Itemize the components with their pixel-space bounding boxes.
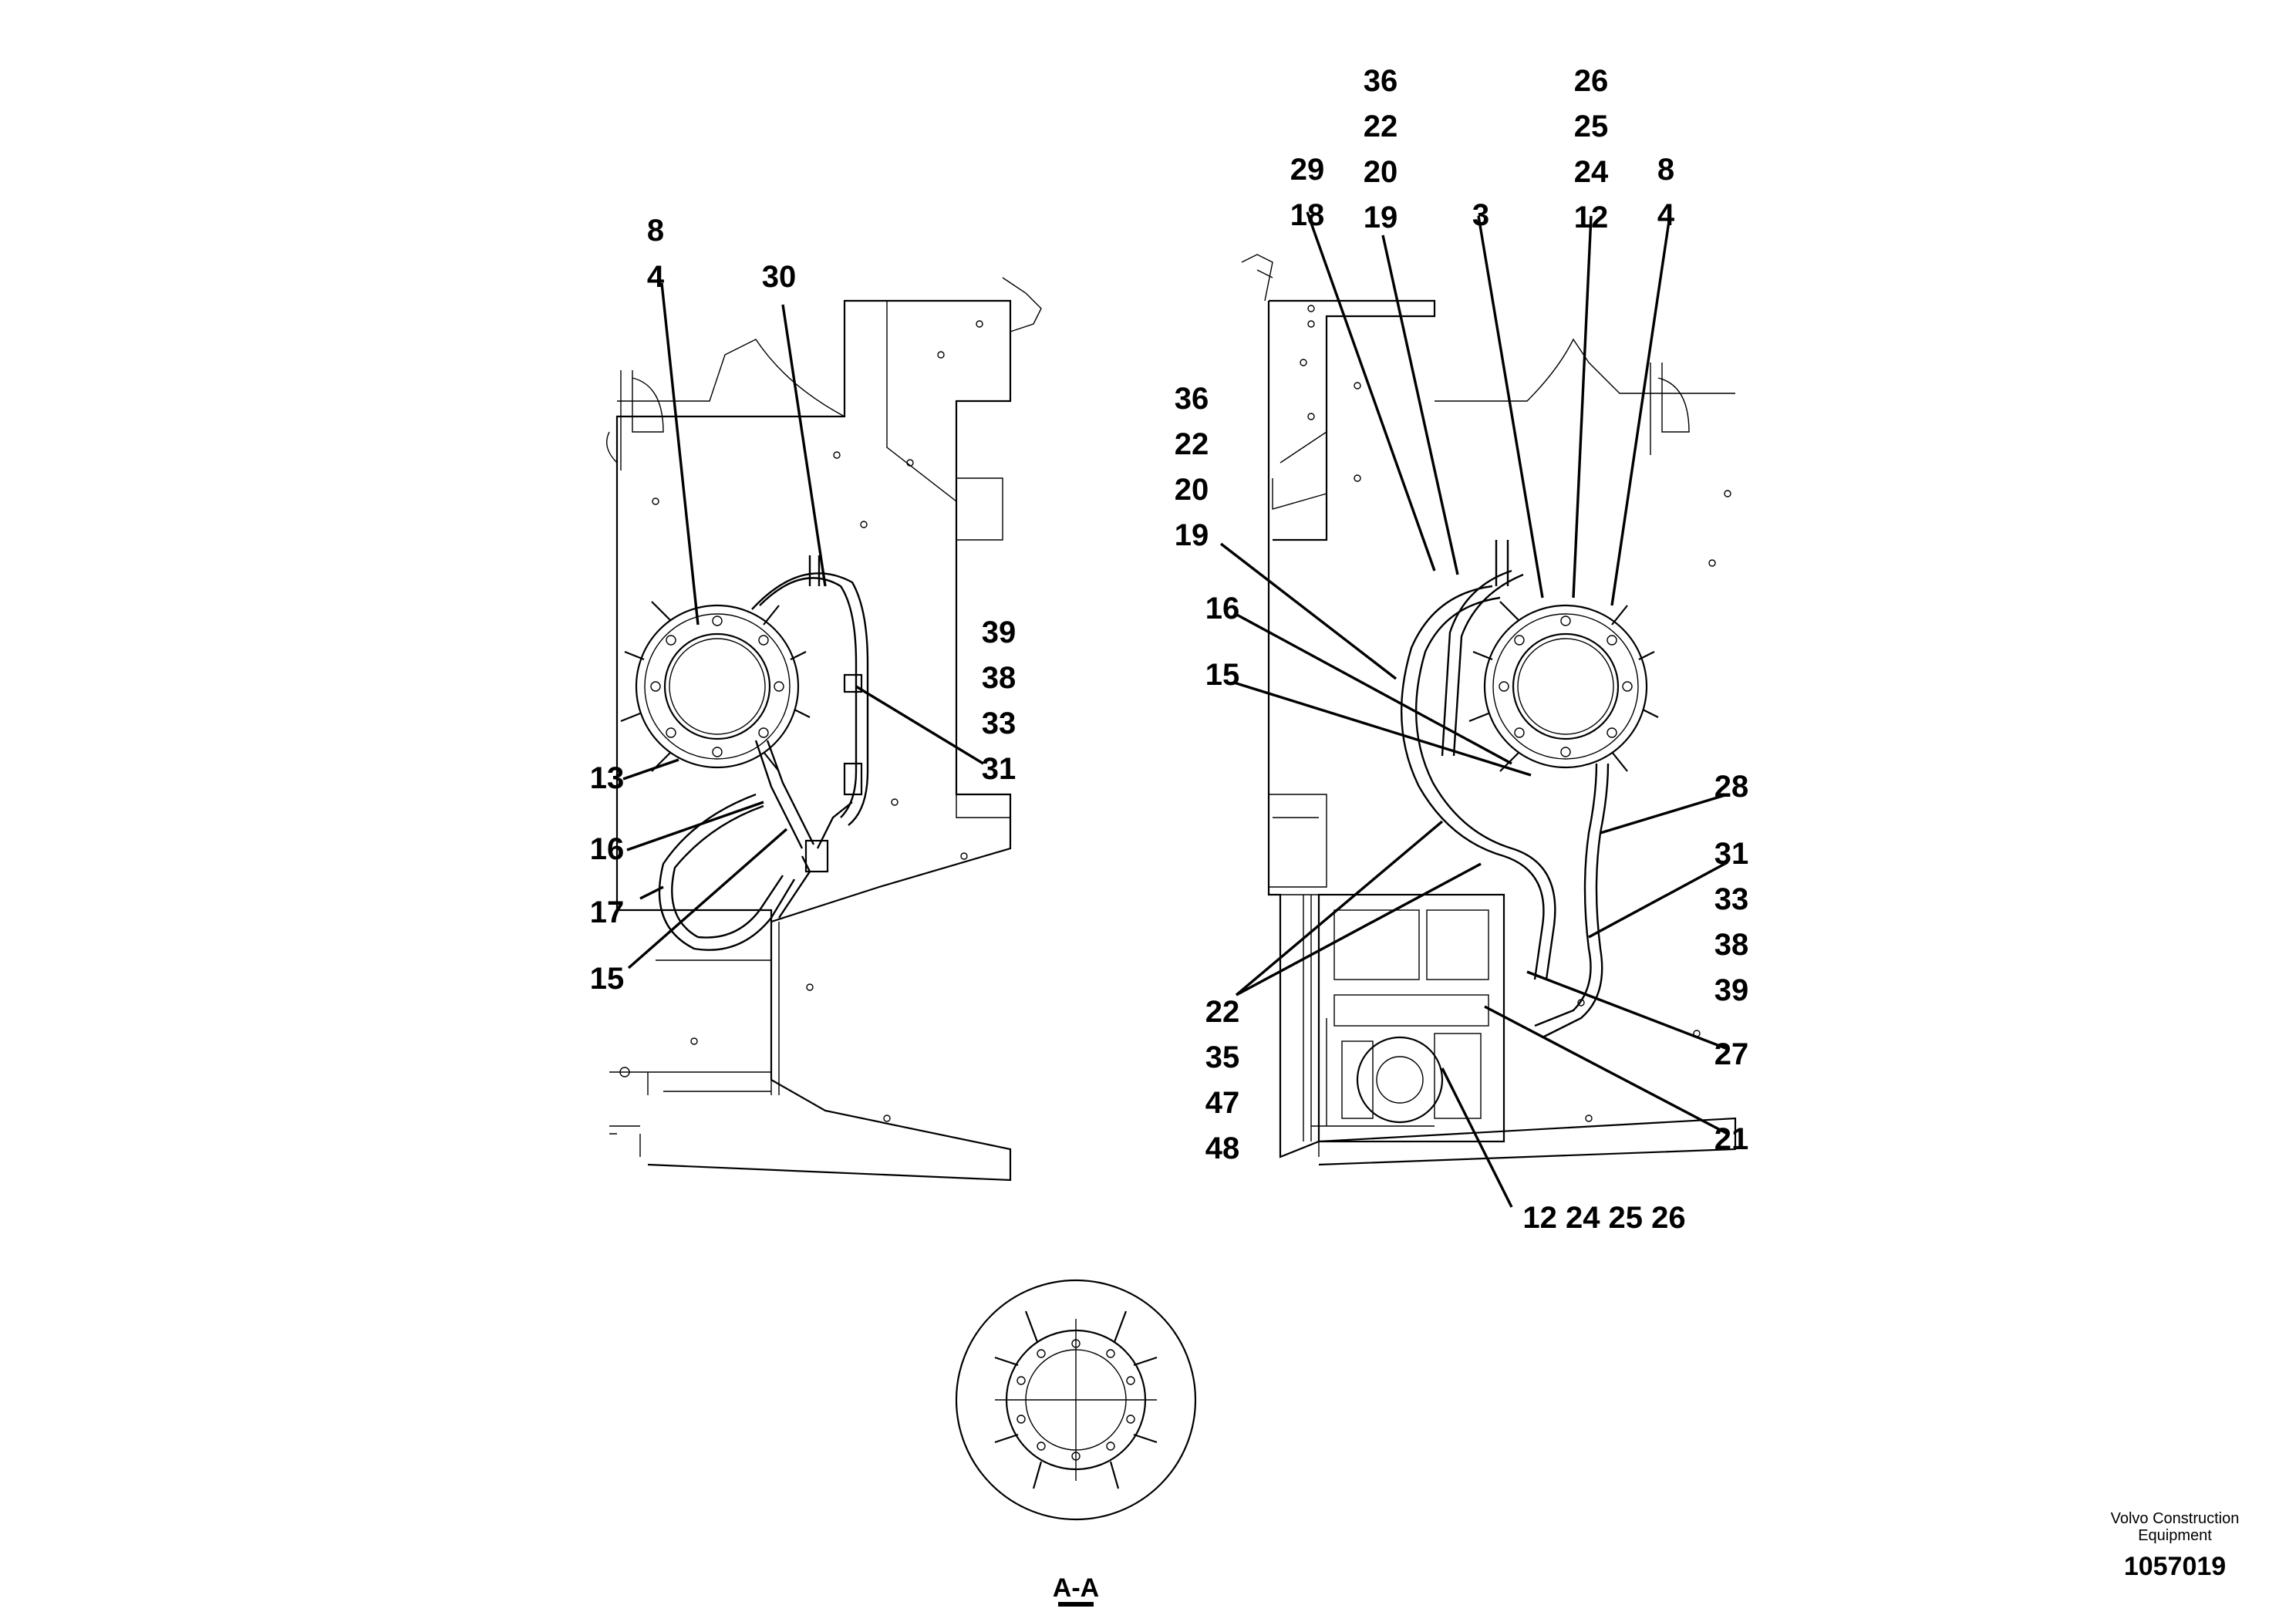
callout: 15 [1205,658,1240,692]
callout: 36 [1364,64,1398,98]
right-callouts: 36 22 20 19 26 25 24 12 29 18 19 3 8 4 3… [1175,64,1749,1235]
callout: 27 [1714,1037,1749,1071]
callout: 19 [1175,518,1209,552]
callout: 13 [590,761,625,795]
callout: 28 [1714,770,1749,804]
callout: 33 [1714,882,1749,916]
right-leader-lines [1219,211,1728,1208]
callout: 24 [1574,155,1609,189]
callout: 29 [1290,153,1325,187]
callout: 25 [1574,110,1609,143]
callout: 22 [1175,427,1209,461]
callout: 16 [1205,592,1240,626]
left-pump-ring [620,601,811,772]
callout: 26 [1574,64,1609,98]
callout: 20 [1364,155,1398,189]
callout: 22 [1364,110,1398,143]
callout: 22 [1205,995,1240,1029]
right-view [1219,211,1737,1208]
callout: 31 [1714,837,1749,871]
callout: 16 [590,832,625,866]
section-label: A-A [1053,1573,1099,1603]
callout: 12 [1574,201,1609,234]
callout: 17 [590,895,625,929]
callout: 33 [982,706,1017,740]
callout: 31 [982,752,1017,786]
callout: 20 [1175,473,1209,507]
right-pump-ring [1468,601,1659,772]
callout: 38 [982,661,1017,695]
left-leader-lines [622,282,984,969]
callout: 3 [1472,198,1489,232]
right-hose-28 [1534,763,1598,1027]
callout: 39 [1714,973,1749,1007]
callout: 35 [1205,1040,1240,1074]
callout: 4 [647,260,665,294]
callout: 8 [1657,153,1674,187]
right-valve-block [1303,893,1505,1143]
right-hose-18 [1400,585,1545,980]
right-frame-outline [1267,301,1737,1166]
callout: 47 [1205,1086,1240,1120]
callout: 38 [1714,928,1749,962]
callout: 36 [1175,382,1209,416]
callout: 39 [982,615,1017,649]
left-hose-30 [759,577,858,818]
brand-name: Volvo Construction Equipment [2110,1510,2240,1544]
callout: 30 [762,260,797,294]
section-view-aa: A-A [955,1279,1197,1607]
callout: 4 [1657,198,1675,232]
callout: 48 [1205,1131,1240,1165]
callout: 21 [1714,1122,1749,1156]
callout: 15 [590,962,625,996]
callout: 12 24 25 26 [1522,1201,1685,1235]
left-callouts: 8 4 30 39 38 33 31 13 16 17 15 [590,214,1017,996]
callout: 19 [1364,201,1398,234]
document-number: 1057019 [2123,1552,2227,1581]
callout: 8 [647,214,664,248]
left-hose-17 [658,793,796,951]
left-frame-outline [615,299,1012,923]
callout: 18 [1290,198,1325,232]
left-view [606,277,1042,1182]
